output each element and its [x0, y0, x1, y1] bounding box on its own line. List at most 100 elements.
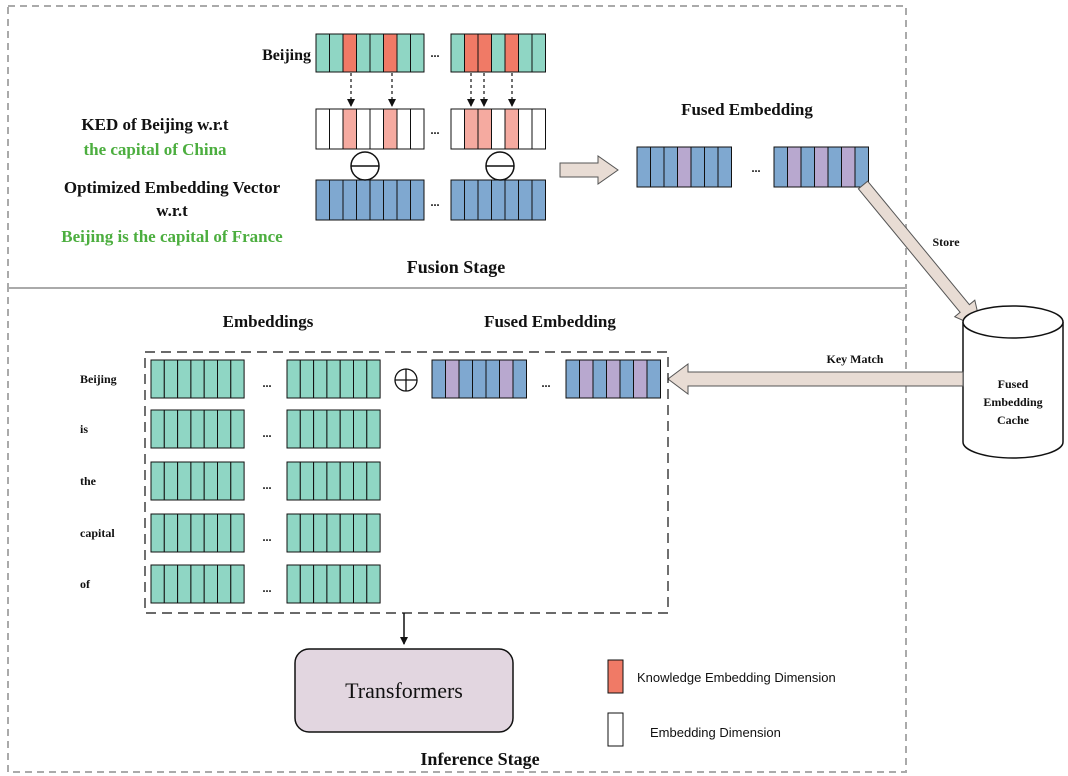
embeddings-container [144, 351, 669, 614]
embedding-cell [636, 146, 651, 188]
embedding-cell [464, 33, 479, 73]
ked-label-line1: KED of Beijing w.r.t [81, 115, 229, 134]
embedding-cell [190, 409, 205, 449]
embedding-cell [163, 513, 179, 553]
cache-label-line3: Cache [997, 413, 1030, 427]
embedding-cell [313, 513, 328, 553]
embedding-cell [356, 179, 371, 221]
embedding-cell [366, 461, 381, 501]
embedding-cell [704, 146, 719, 188]
fused-embedding-title-top: Fused Embedding [681, 100, 813, 119]
token-embedding-vector [286, 564, 381, 604]
embedding-cell [163, 461, 179, 501]
ked-vector [450, 108, 546, 150]
token-embedding-vector [286, 513, 381, 553]
embedding-cell [299, 409, 315, 449]
token-label-beijing: Beijing [80, 372, 117, 386]
ellipsis: ... [263, 376, 272, 390]
embedding-cell [286, 513, 301, 553]
embedding-cell [163, 564, 179, 604]
embedding-cell [203, 513, 218, 553]
embedding-cell [396, 179, 411, 221]
embedding-cell [315, 179, 330, 221]
embedding-cell [854, 146, 869, 188]
embedding-cell [203, 409, 218, 449]
embedding-cell [512, 359, 527, 399]
embedding-cell [353, 461, 368, 501]
token-embedding-vector [286, 359, 381, 399]
token-label-the: the [80, 474, 97, 488]
embedding-cell [592, 359, 607, 399]
embedding-cell [150, 359, 165, 399]
legend-label-knowledge: Knowledge Embedding Dimension [637, 670, 836, 685]
embedding-cell [313, 461, 328, 501]
embedding-cell [579, 359, 594, 399]
embedding-cell [787, 146, 802, 188]
embedding-cell [230, 564, 245, 604]
ellipsis: ... [263, 581, 272, 595]
embedding-cell [326, 359, 341, 399]
embedding-cell [203, 564, 218, 604]
embedding-cell [366, 564, 381, 604]
opt-label-line2: w.r.t [156, 201, 188, 220]
embedding-cell [339, 409, 355, 449]
opt-label-line1: Optimized Embedding Vector [64, 178, 281, 197]
ked-dashed-arrows [347, 73, 516, 107]
embedding-cell [150, 564, 165, 604]
embedding-cell [383, 108, 398, 150]
embedding-cell [504, 179, 519, 221]
embedding-cell [230, 513, 245, 553]
embedding-cell [217, 409, 232, 449]
fused-embedding-cache [962, 305, 1064, 459]
embedding-cell [369, 33, 384, 73]
embedding-cell [827, 146, 842, 188]
legend-label-embedding: Embedding Dimension [650, 725, 781, 740]
optimized-embedding-vector [450, 179, 546, 221]
embedding-cell [650, 146, 665, 188]
embedding-cell [396, 108, 411, 150]
embedding-cell [339, 513, 355, 553]
cache-label-line2: Embedding [983, 395, 1042, 409]
embedding-cell [491, 33, 506, 73]
embedding-cell [286, 461, 301, 501]
embedding-cell [286, 409, 301, 449]
embedding-cell [491, 108, 506, 150]
embedding-cell [690, 146, 705, 188]
ked-label-line2: the capital of China [83, 140, 227, 159]
embedding-cell [477, 108, 492, 150]
embedding-cell [299, 359, 315, 399]
embedding-cell [217, 564, 232, 604]
embedding-cell [217, 461, 232, 501]
embedding-cell [313, 359, 328, 399]
embedding-cell [458, 359, 473, 399]
embedding-cell [313, 409, 328, 449]
embedding-cell [491, 179, 506, 221]
embedding-cell [450, 179, 465, 221]
fusion-stage-title: Fusion Stage [407, 257, 506, 277]
beijing-token-label: Beijing [262, 47, 311, 64]
embedding-cell [464, 179, 479, 221]
embedding-cell [150, 461, 165, 501]
embedding-cell [565, 359, 580, 399]
ellipsis: ... [431, 46, 440, 60]
token-embedding-vector [150, 461, 245, 501]
embedding-cell [177, 564, 192, 604]
embedding-cell [177, 409, 192, 449]
embedding-cell [800, 146, 815, 188]
embedding-cell [315, 108, 330, 150]
embedding-cell [203, 461, 218, 501]
embedding-cell [366, 359, 381, 399]
embedding-cell [504, 33, 519, 73]
token-embedding-vector [150, 564, 245, 604]
embedding-cell [326, 461, 341, 501]
embedding-cell [339, 461, 355, 501]
embedding-cell [518, 108, 533, 150]
fused-embedding-vector [565, 359, 661, 399]
optimized-embedding-vector [315, 179, 425, 221]
inference-stage-title: Inference Stage [420, 749, 539, 769]
ellipsis: ... [431, 195, 440, 209]
fusion-stage-border [7, 5, 907, 289]
embedding-cell [606, 359, 621, 399]
embedding-cell [663, 146, 678, 188]
